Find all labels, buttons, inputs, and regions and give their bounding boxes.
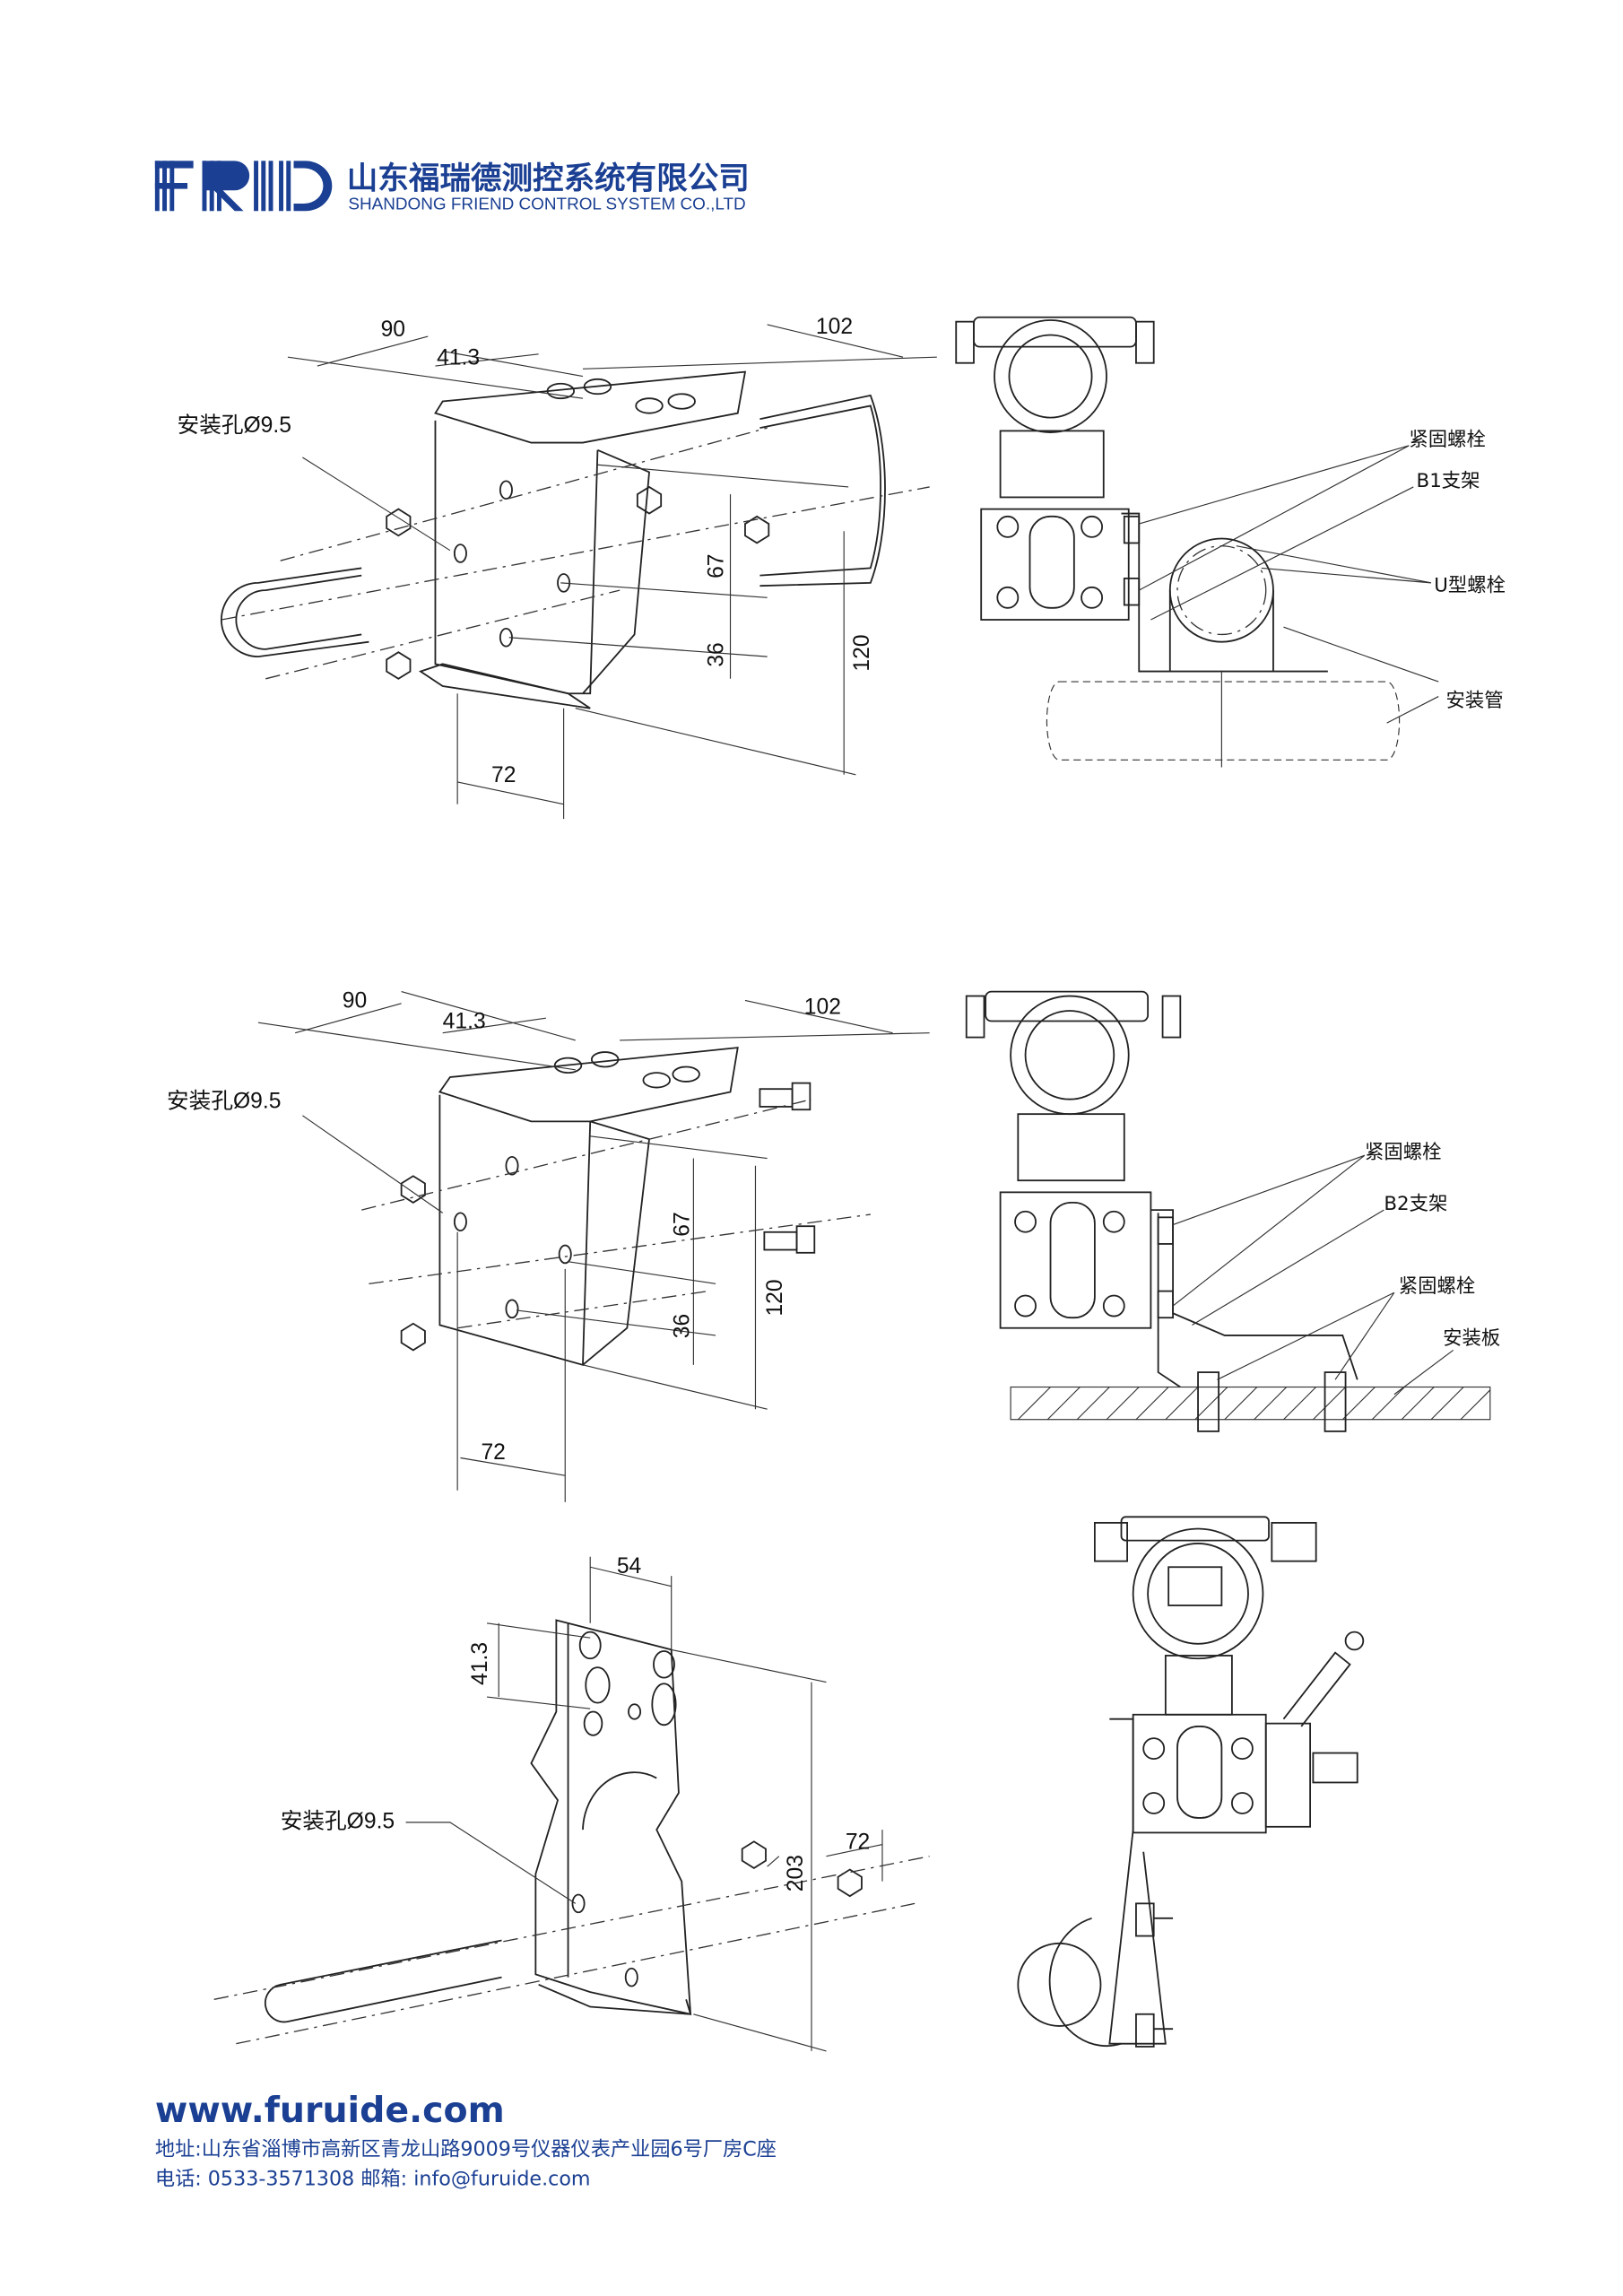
figure-b1-assembly-view: 紧固螺栓 B1支架 U型螺栓 安装管 [955, 316, 1506, 768]
footer: www.furuide.com 地址:山东省淄博市高新区青龙山路9009号仪器仪… [155, 2090, 777, 2191]
dim-90: 90 [381, 317, 405, 342]
mounting-hole-label: 安装孔Ø9.5 [178, 413, 291, 438]
dim-72: 72 [846, 1830, 870, 1854]
company-name-en: SHANDONG FRIEND CONTROL SYSTEM CO.,LTD [348, 196, 745, 214]
company-contact: 电话: 0533-3571308 邮箱: info@furuide.com [155, 2168, 591, 2191]
dim-203: 203 [784, 1855, 808, 1892]
mounting-hole-label: 安装孔Ø9.5 [167, 1089, 281, 1114]
frid-logo-mark [154, 161, 333, 212]
dim-67: 67 [670, 1212, 694, 1236]
callout-fastening-bolt: 紧固螺栓 [1409, 429, 1485, 451]
callout-mounting-plate: 安装板 [1443, 1327, 1500, 1350]
dim-41-3: 41.3 [437, 345, 480, 370]
figure-b2-bracket-drawing: 90 41.3 102 安装孔Ø9.5 67 36 120 72 [167, 989, 930, 1502]
dim-120: 120 [850, 634, 874, 671]
figure-pipe-bracket-drawing: 54 41.3 安装孔Ø9.5 203 72 [213, 1554, 930, 2052]
callout-fastening-bolt-2: 紧固螺栓 [1399, 1275, 1476, 1298]
figure-b2-assembly-view: 紧固螺栓 B2支架 紧固螺栓 安装板 [965, 990, 1500, 1432]
dim-102: 102 [804, 995, 841, 1019]
company-name-cn: 山东福瑞德测控系统有限公司 [347, 161, 750, 197]
dim-67: 67 [704, 553, 728, 578]
callout-mounting-pipe: 安装管 [1445, 690, 1503, 712]
dim-102: 102 [816, 315, 853, 339]
callout-b1-bracket: B1支架 [1417, 470, 1480, 492]
dim-72: 72 [481, 1440, 505, 1465]
figure-pipe-assembly-view [1017, 1516, 1365, 2048]
dim-90: 90 [343, 989, 367, 1013]
dim-36: 36 [704, 642, 728, 666]
company-address: 地址:山东省淄博市高新区青龙山路9009号仪器仪表产业园6号厂房C座 [155, 2138, 777, 2161]
dim-41-3: 41.3 [443, 1010, 486, 1034]
mounting-hole-label: 安装孔Ø9.5 [281, 1808, 395, 1833]
dim-36: 36 [670, 1314, 694, 1338]
callout-u-bolt: U型螺栓 [1434, 575, 1506, 597]
dim-41-3: 41.3 [468, 1642, 492, 1685]
website-link[interactable]: www.furuide.com [155, 2090, 505, 2131]
dim-72: 72 [491, 763, 516, 787]
figure-b1-bracket-drawing: 90 41.3 102 安装孔Ø9.5 67 36 120 72 [178, 315, 937, 820]
dim-120: 120 [763, 1279, 787, 1316]
callout-b2-bracket: B2支架 [1384, 1193, 1447, 1215]
callout-fastening-bolt-1: 紧固螺栓 [1365, 1142, 1442, 1164]
dim-54: 54 [617, 1554, 641, 1578]
company-logo: 山东福瑞德测控系统有限公司 SHANDONG FRIEND CONTROL SY… [154, 161, 750, 214]
